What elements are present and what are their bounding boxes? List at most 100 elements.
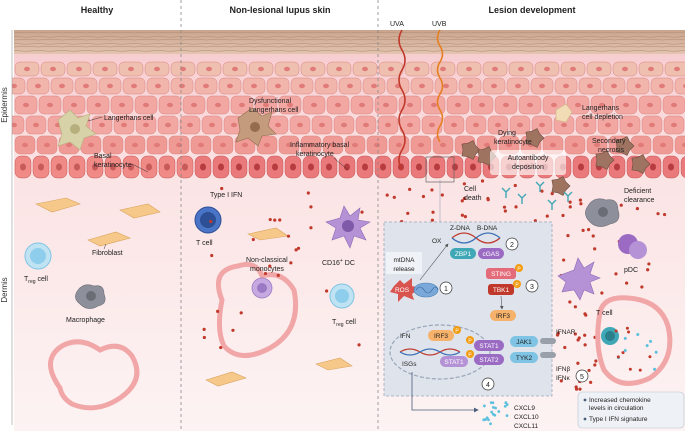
- blood-vessel-lesion: [595, 295, 673, 386]
- zoom-box: [425, 156, 455, 183]
- macrophage-healthy: [75, 284, 106, 309]
- svg-text:TYK2: TYK2: [516, 355, 533, 362]
- nucleus: [389, 324, 491, 380]
- label-t-cell-lesion: T cell: [596, 310, 613, 317]
- svg-text:2: 2: [510, 242, 514, 249]
- chemokine-2: CXCL11: [514, 423, 538, 430]
- z-dna-strand-2: [451, 232, 501, 244]
- chemokine-arrow: [411, 372, 479, 413]
- sting-protein: STING: [486, 268, 516, 279]
- svg-text:TBK1: TBK1: [493, 287, 510, 294]
- dysfunctional-langerhans-cell: [235, 107, 277, 147]
- label-inflammatory-1: Inflammatory basal: [290, 142, 350, 149]
- label-dying-2: keratinocyte: [494, 139, 532, 146]
- label-ifnk: IFNκ: [556, 375, 570, 382]
- svg-text:3: 3: [530, 284, 534, 291]
- label-inflammatory-2: keratinocyte: [296, 151, 334, 158]
- label-dying-1: Dying: [498, 130, 516, 137]
- pdc-cells: [618, 234, 647, 259]
- label-monocytes-1: Non-classical: [246, 257, 288, 264]
- bullet-box: Increased chemokine levels in circulatio…: [577, 391, 685, 429]
- t-cell-lesion: [601, 327, 619, 345]
- label-cd16-dc: CD16+ DC: [322, 258, 355, 267]
- blood-vessel-nonlesional: [216, 261, 299, 358]
- svg-text:STAT2: STAT2: [479, 357, 499, 364]
- label-langerhans-cell: Langerhans cell: [104, 115, 154, 122]
- uvb-ray: [436, 29, 444, 143]
- blood-vessel-healthy: [48, 339, 140, 411]
- p-badge-stat2: P: [466, 350, 474, 359]
- irf3-protein-nuclear: IRF3: [428, 330, 454, 341]
- label-langerhans-depletion-1: Langerhans: [582, 105, 619, 112]
- ifn-dots: [202, 179, 667, 391]
- dying-keratinocytes: [461, 128, 651, 196]
- p-badge-tbk1: P: [513, 280, 521, 289]
- svg-text:ROS: ROS: [395, 287, 410, 294]
- label-ifnar: IFNAR: [556, 329, 576, 336]
- svg-text:STAT1: STAT1: [479, 343, 499, 350]
- zbp1-protein: ZBP1: [450, 248, 476, 259]
- stat1-protein-nuclear: STAT1: [440, 356, 468, 367]
- t-cell-nonlesional: [194, 206, 222, 234]
- stratum-corneum-lines: [13, 32, 685, 52]
- p-badge-stat1: P: [466, 336, 474, 345]
- treg-cell-nonlesional: [329, 283, 355, 309]
- label-isgs: ISGs: [402, 361, 417, 368]
- svg-text:cGAS: cGAS: [483, 251, 501, 258]
- nuclear-dna-2: [399, 348, 461, 356]
- label-fibroblast: Fibroblast: [92, 250, 123, 257]
- label-dysfunctional-1: Dysfunctional: [249, 98, 291, 105]
- svg-text:P: P: [517, 267, 521, 273]
- label-autoantibody-1: Autoantibody: [508, 155, 549, 162]
- label-type-i-ifn: Type I IFN: [210, 192, 242, 199]
- cd16-dc-lesion: [557, 257, 601, 301]
- panel-title-lesion: Lesion development: [488, 5, 575, 15]
- mitochondrion: [413, 282, 439, 298]
- chemokine-0: CXCL9: [514, 405, 535, 412]
- label-uvb: UVB: [432, 21, 447, 28]
- jak1-protein: JAK1: [510, 336, 538, 347]
- step-1-badge: 1: [439, 281, 453, 295]
- svg-text:JAK1: JAK1: [516, 339, 532, 346]
- stratum-corneum: [14, 30, 685, 54]
- step-5-badge: 5: [575, 369, 589, 383]
- mtdna-label-box: mtDNA release: [386, 252, 422, 274]
- bullet-1-line2: levels in circulation: [589, 405, 644, 412]
- p-badge-sting: P: [515, 264, 523, 273]
- label-monocytes-2: monocytes: [250, 266, 284, 273]
- svg-text:IRF3: IRF3: [496, 313, 510, 320]
- svg-text:IRF3: IRF3: [434, 333, 448, 340]
- epidermis-label: Epidermis: [0, 87, 9, 123]
- depleted-langerhans-cell: [555, 103, 573, 123]
- label-ifnb: IFNβ: [556, 366, 570, 373]
- label-macrophage: Macrophage: [66, 317, 105, 324]
- label-dysfunctional-2: Langerhans cell: [249, 107, 299, 114]
- autoantibody-label-box: [490, 150, 566, 175]
- label-basal-2: keratinocyte: [94, 162, 132, 169]
- cd16-dendritic-cell: [325, 205, 371, 249]
- svg-text:P: P: [515, 283, 519, 289]
- label-pdc: pDC: [624, 267, 638, 274]
- bullet-1-line1: Increased chemokine: [589, 397, 651, 404]
- fibroblasts: [35, 197, 161, 247]
- tbk1-protein: TBK1: [488, 284, 514, 295]
- ros-burst: ROS: [390, 278, 420, 302]
- stat2-protein: STAT2: [474, 354, 504, 365]
- svg-text:STAT1: STAT1: [444, 359, 464, 366]
- label-cell-death-1: Cell: [464, 186, 477, 193]
- chemokine-dots: [482, 326, 658, 426]
- treg-cell-healthy: [24, 242, 52, 270]
- label-secondary-1: Secondary: [592, 138, 626, 145]
- svg-text:P: P: [468, 353, 472, 359]
- irf3-protein-upper: IRF3: [490, 310, 516, 321]
- dermis-label: Dermis: [0, 277, 9, 302]
- label-secondary-2: necrosis: [598, 147, 625, 154]
- macrophage-lesion: [585, 198, 620, 227]
- label-treg-healthy: Treg cell: [24, 276, 48, 285]
- label-treg-nonlesional: Treg cell: [332, 319, 356, 328]
- stat1-protein: STAT1: [474, 340, 504, 351]
- label-uva: UVA: [390, 21, 404, 28]
- label-basal-1: Basal: [94, 153, 112, 160]
- non-classical-monocyte: [251, 277, 273, 299]
